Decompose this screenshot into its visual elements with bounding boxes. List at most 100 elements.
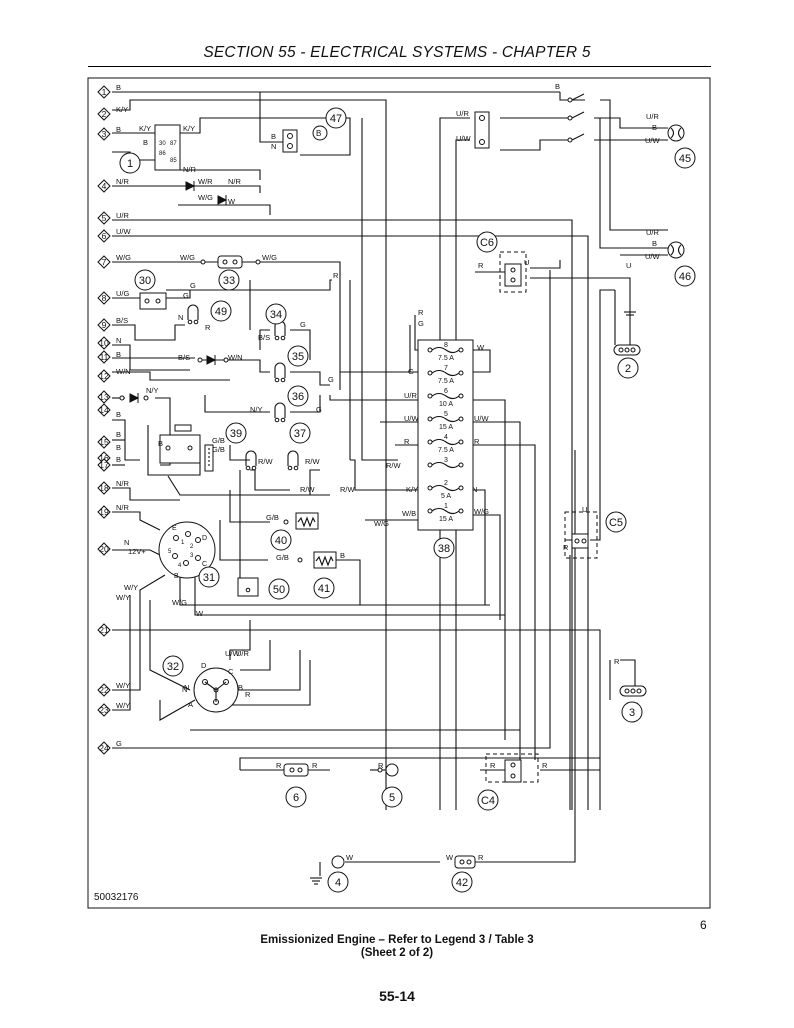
lamp-46-icon xyxy=(667,241,685,259)
wire-label: R xyxy=(404,437,410,446)
sensor-4-icon xyxy=(331,855,345,869)
fuse-rating: 7.5 A xyxy=(438,447,454,454)
wire-label: U/W xyxy=(116,227,132,236)
callout-31: 31 xyxy=(198,566,220,588)
callout-5: 5 xyxy=(381,786,403,808)
switch32-pin-label: C xyxy=(228,667,234,676)
caption-line-1: Emissionized Engine – Refer to Legend 3 … xyxy=(260,934,534,946)
switch32-pin-label: N xyxy=(182,685,187,694)
connector-pin-number: 15 xyxy=(99,437,109,447)
wire-label: B xyxy=(652,123,657,132)
wire-label: B/S xyxy=(258,333,270,342)
fuse-8: 87.5 A xyxy=(427,342,464,362)
connector-pin-number: 6 xyxy=(102,231,107,241)
connector-pin-number: 13 xyxy=(99,392,109,402)
bulb-49-icon xyxy=(187,304,199,325)
svg-text:2: 2 xyxy=(625,363,631,375)
resistor-39-icon xyxy=(313,551,337,569)
svg-text:3: 3 xyxy=(629,707,635,719)
wire-label: W xyxy=(477,343,485,352)
switch32-pin-label: D xyxy=(201,661,207,670)
connector-pin-5: 5 xyxy=(97,211,111,225)
page-number: 55-14 xyxy=(379,988,415,1004)
wire-label: W/G xyxy=(172,598,187,607)
svg-text:38: 38 xyxy=(438,543,450,555)
wire-label: B xyxy=(116,455,121,464)
wire-label: U xyxy=(524,258,529,267)
wire-label: N xyxy=(184,683,189,692)
wire-label: R xyxy=(418,308,424,317)
component-5-icon xyxy=(385,763,399,777)
wire-label: W/Y xyxy=(116,593,130,602)
wire-label: R xyxy=(378,761,384,770)
fuse-1: 115 A xyxy=(427,503,464,523)
wire-label: R/W xyxy=(258,457,274,466)
wire-label: G xyxy=(328,375,334,384)
fuse-rating: 10 A xyxy=(439,401,453,408)
callout-30: 30 xyxy=(134,269,156,291)
diagram-ref-code: 50032176 xyxy=(94,892,139,903)
svg-text:45: 45 xyxy=(679,153,691,165)
svg-text:36: 36 xyxy=(292,391,304,403)
connector-47 xyxy=(282,129,298,153)
svg-text:C6: C6 xyxy=(480,237,494,249)
connector-pin-13: 13 xyxy=(97,390,111,404)
diagram-frame xyxy=(87,77,711,909)
wire-label: N/Y xyxy=(250,405,263,414)
wire-label: W/G xyxy=(180,253,195,262)
callout-c5: C5 xyxy=(605,511,627,533)
connector-pin-18: 18 xyxy=(97,481,111,495)
svg-text:5: 5 xyxy=(389,792,395,804)
connector-pin-8: 8 xyxy=(97,291,111,305)
connector-pin-number: 8 xyxy=(102,293,107,303)
svg-text:41: 41 xyxy=(318,583,330,595)
wire-label: N xyxy=(271,142,276,151)
fuse-2: 2 5 A xyxy=(427,480,464,500)
wire-label: W xyxy=(228,197,236,206)
svg-text:49: 49 xyxy=(215,306,227,318)
fuse-rating: 5 A xyxy=(441,493,451,500)
bulb-41a-icon xyxy=(245,450,257,471)
connector-42 xyxy=(454,855,476,869)
fuse-number: 7 xyxy=(444,365,448,372)
wire-label: B xyxy=(116,83,121,92)
wire-label: B xyxy=(271,132,276,141)
connector-pin-3: 3 xyxy=(97,127,111,141)
wire-label: W xyxy=(346,853,354,862)
wire-label: W/R xyxy=(198,177,213,186)
svg-text:31: 31 xyxy=(203,572,215,584)
wire-label: R xyxy=(312,761,318,770)
connector-pin-10: 10 xyxy=(97,336,111,350)
wire-label: W xyxy=(446,853,454,862)
wire-label: B xyxy=(116,350,121,359)
wire-label: B xyxy=(116,430,121,439)
callout-47: 47 xyxy=(325,107,347,129)
wire-label: N xyxy=(178,313,183,322)
svg-text:47: 47 xyxy=(330,113,342,125)
wire-label: U/R xyxy=(236,649,250,658)
wire-label: R xyxy=(474,437,480,446)
connector-pin-number: 3 xyxy=(102,129,107,139)
connector-pin-23: 23 xyxy=(97,703,111,717)
fuse-box-40 xyxy=(417,339,474,531)
wire-label: B xyxy=(116,410,121,419)
connector-pin-14: 14 xyxy=(97,403,111,417)
wire-label: N/R xyxy=(116,479,130,488)
fuse-number: 2 xyxy=(444,480,448,487)
wire-label: U/W xyxy=(645,136,661,145)
wire-label: G/B xyxy=(212,436,225,445)
wire-label: N/R xyxy=(183,165,197,174)
figure-number: 6 xyxy=(700,918,707,932)
wire-label: G/B xyxy=(212,445,225,454)
ignition-switch-31 xyxy=(158,521,216,579)
wire-label: N/R xyxy=(116,503,130,512)
wire-label: N xyxy=(124,538,129,547)
svg-text:30: 30 xyxy=(139,275,151,287)
callout-41: 41 xyxy=(313,577,335,599)
connector-pin-17: 17 xyxy=(97,458,111,472)
connector-c6-frame xyxy=(499,251,527,293)
wire-label: W/N xyxy=(116,367,131,376)
connector-pin xyxy=(479,115,485,121)
wire-label: W/G xyxy=(262,253,277,262)
wire-label: B/S xyxy=(178,353,190,362)
